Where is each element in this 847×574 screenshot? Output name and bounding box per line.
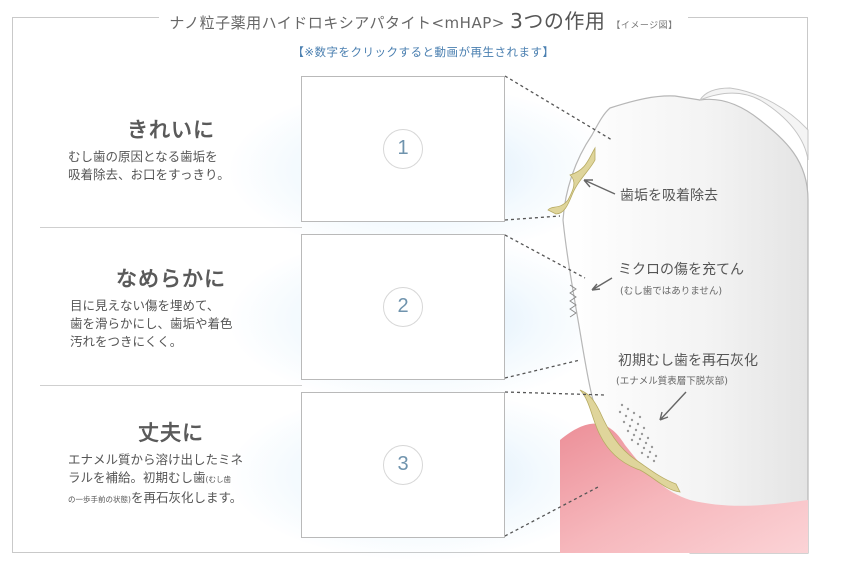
page-title-text: ナノ粒子薬用ハイドロキシアパタイト<mHAP> 3つの作用【イメージ図】 — [159, 5, 688, 34]
section-desc-clean: むし歯の原因となる歯垢を 吸着除去、お口をすっきり。 — [40, 148, 302, 184]
plaque-bottom — [579, 389, 681, 493]
section-title-smooth: なめらかに — [116, 267, 226, 291]
arrow-plaque — [583, 179, 616, 195]
divider-1 — [40, 227, 302, 228]
video-panel-1[interactable]: 1 — [301, 76, 505, 222]
desc-text: を再石灰化します。 — [130, 490, 243, 505]
arrow-remin — [659, 391, 687, 421]
section-desc-smooth: 目に見えない傷を埋めて、 歯を滑らかにし、歯垢や着色 汚れをつきにくく。 — [40, 297, 302, 351]
plaque-top — [547, 146, 596, 215]
title-main: 3つの作用 — [510, 9, 606, 33]
pointer-arrows — [583, 179, 687, 421]
section-smooth: なめらかに 目に見えない傷を埋めて、 歯を滑らかにし、歯垢や着色 汚れをつきにく… — [40, 263, 302, 351]
leader-2-bottom — [504, 359, 581, 379]
desc-line: 吸着除去、お口をすっきり。 — [68, 167, 230, 182]
remin-label: 初期むし歯を再石灰化 — [618, 353, 758, 369]
leader-1-bottom — [504, 215, 561, 221]
video-notice: 【※数字をクリックすると動画が再生されます】 — [292, 45, 555, 59]
tooth-back-cusp — [698, 87, 809, 161]
desc-line: 歯を滑らかにし、歯垢や着色 — [70, 316, 233, 331]
section-desc-strong: エナメル質から溶け出したミネ ラルを補給。初期むし歯(むし歯 の一歩手前の状態)… — [40, 451, 302, 509]
video-panel-2[interactable]: 2 — [301, 234, 505, 380]
desc-note: の一歩手前の状態) — [68, 495, 131, 504]
remin-sub-label: (エナメル質表層下脱灰部) — [616, 376, 728, 387]
header-overlay: ナノ粒子薬用ハイドロキシアパタイト<mHAP> 3つの作用【イメージ図】 — [0, 5, 847, 34]
title-prefix: ナノ粒子薬用ハイドロキシアパタイト<mHAP> — [169, 14, 505, 32]
desc-line: 目に見えない傷を埋めて、 — [70, 298, 220, 313]
section-strong: 丈夫に エナメル質から溶け出したミネ ラルを補給。初期むし歯(むし歯 の一歩手前… — [40, 417, 302, 509]
micro-scratches — [569, 284, 577, 318]
section-title-strong: 丈夫に — [138, 421, 204, 445]
title-note: 【イメージ図】 — [611, 21, 678, 31]
play-number-1-button[interactable]: 1 — [383, 129, 423, 169]
desc-line: 汚れをつきにくく。 — [70, 334, 183, 349]
micro-label: ミクロの傷を充てん — [618, 262, 744, 278]
leader-1-top — [504, 75, 613, 141]
leader-3-top — [504, 391, 606, 396]
demineralized-dots — [618, 403, 658, 463]
desc-line: エナメル質から溶け出したミネ — [68, 452, 244, 467]
micro-sub-label: (むし歯ではありません) — [620, 286, 723, 297]
play-number-3-button[interactable]: 3 — [383, 445, 423, 485]
plaque-label: 歯垢を吸着除去 — [620, 188, 718, 204]
section-clean: きれいに むし歯の原因となる歯垢を 吸着除去、お口をすっきり。 — [40, 114, 302, 184]
desc-line: ラルを補給。初期むし歯(むし歯 — [68, 469, 302, 489]
play-number-2-button[interactable]: 2 — [383, 287, 423, 327]
arrow-micro — [591, 277, 613, 291]
divider-2 — [40, 385, 302, 386]
video-panel-3[interactable]: 3 — [301, 392, 505, 538]
desc-text: ラルを補給。初期むし歯 — [68, 470, 206, 485]
desc-line: むし歯の原因となる歯垢を — [68, 149, 218, 164]
desc-line: の一歩手前の状態)を再石灰化します。 — [68, 489, 302, 509]
desc-note: (むし歯 — [205, 475, 231, 484]
dashed-leaders — [504, 75, 613, 537]
section-title-clean: きれいに — [127, 118, 215, 142]
